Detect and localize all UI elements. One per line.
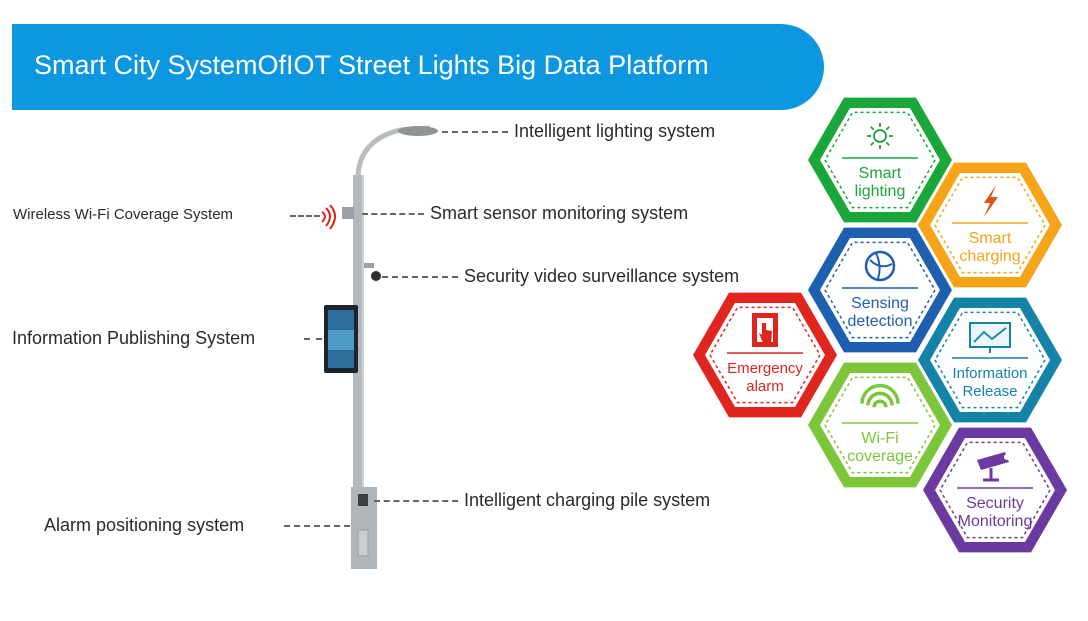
hexagon-label-line2: charging xyxy=(959,248,1020,265)
hexagon-label-line1: Sensing xyxy=(851,295,909,312)
leader-lighting xyxy=(442,131,508,133)
lamp-head xyxy=(398,126,438,136)
hexagon-inner xyxy=(930,173,1050,277)
camera-icon xyxy=(977,452,1010,482)
hexagon-label-line1: Wi-Fi xyxy=(861,430,898,447)
hexagon-inner xyxy=(820,238,940,342)
label-wifi-coverage: Wireless Wi-Fi Coverage System xyxy=(13,206,234,223)
leader-charging-pile xyxy=(374,500,458,502)
page-title: Smart City SystemOfIOT Street Lights Big… xyxy=(34,50,709,80)
label-alarm-positioning: Alarm positioning system xyxy=(44,515,245,535)
hexagon-label-line1: Information xyxy=(952,365,1027,382)
hexagon-inner xyxy=(930,308,1050,412)
alarm-button-icon xyxy=(752,313,778,347)
hexagon-label-line1: Smart xyxy=(969,230,1012,247)
leader-video xyxy=(382,276,458,278)
hexagon-label-line1: Emergency xyxy=(727,360,803,377)
hexagon-label-line2: detection xyxy=(848,313,913,330)
hexagon-label-line2: Release xyxy=(962,383,1017,400)
hexagon-inner xyxy=(705,303,825,407)
leader-publishing xyxy=(304,338,322,340)
hexagon-label-line2: Monitoring xyxy=(958,513,1033,530)
camera-dome xyxy=(371,271,381,281)
hexagon-label-line2: lighting xyxy=(855,183,906,200)
hexagon-inner xyxy=(820,108,940,212)
hexagon-label-line1: Smart xyxy=(859,165,902,182)
hexagon-label-line2: coverage xyxy=(847,448,913,465)
sensor-globe-icon xyxy=(864,250,896,282)
hexagon-inner xyxy=(820,373,940,477)
pole-shaft xyxy=(353,175,364,495)
leader-sensor xyxy=(362,213,424,215)
label-information-publishing: Information Publishing System xyxy=(12,328,256,348)
pole-wifi-icon xyxy=(321,204,336,230)
wifi-icon xyxy=(860,383,900,408)
hexagon-label-line2: alarm xyxy=(746,378,784,395)
label-charging-pile: Intelligent charging pile system xyxy=(464,490,711,510)
sun-icon xyxy=(867,123,893,149)
sensor-unit xyxy=(342,207,354,219)
leader-wifi xyxy=(290,215,320,217)
label-smart-sensor: Smart sensor monitoring system xyxy=(430,203,689,223)
label-intelligent-lighting: Intelligent lighting system xyxy=(514,121,716,141)
display-board-icon xyxy=(969,322,1011,353)
hexagon-inner xyxy=(935,438,1055,542)
lightning-icon xyxy=(984,185,998,217)
label-video-surveillance: Security video surveillance system xyxy=(464,266,740,286)
leader-alarm xyxy=(284,525,350,527)
hexagon-label-line1: Security xyxy=(966,495,1024,512)
title-banner: Smart City SystemOfIOT Street Lights Big… xyxy=(12,24,824,110)
